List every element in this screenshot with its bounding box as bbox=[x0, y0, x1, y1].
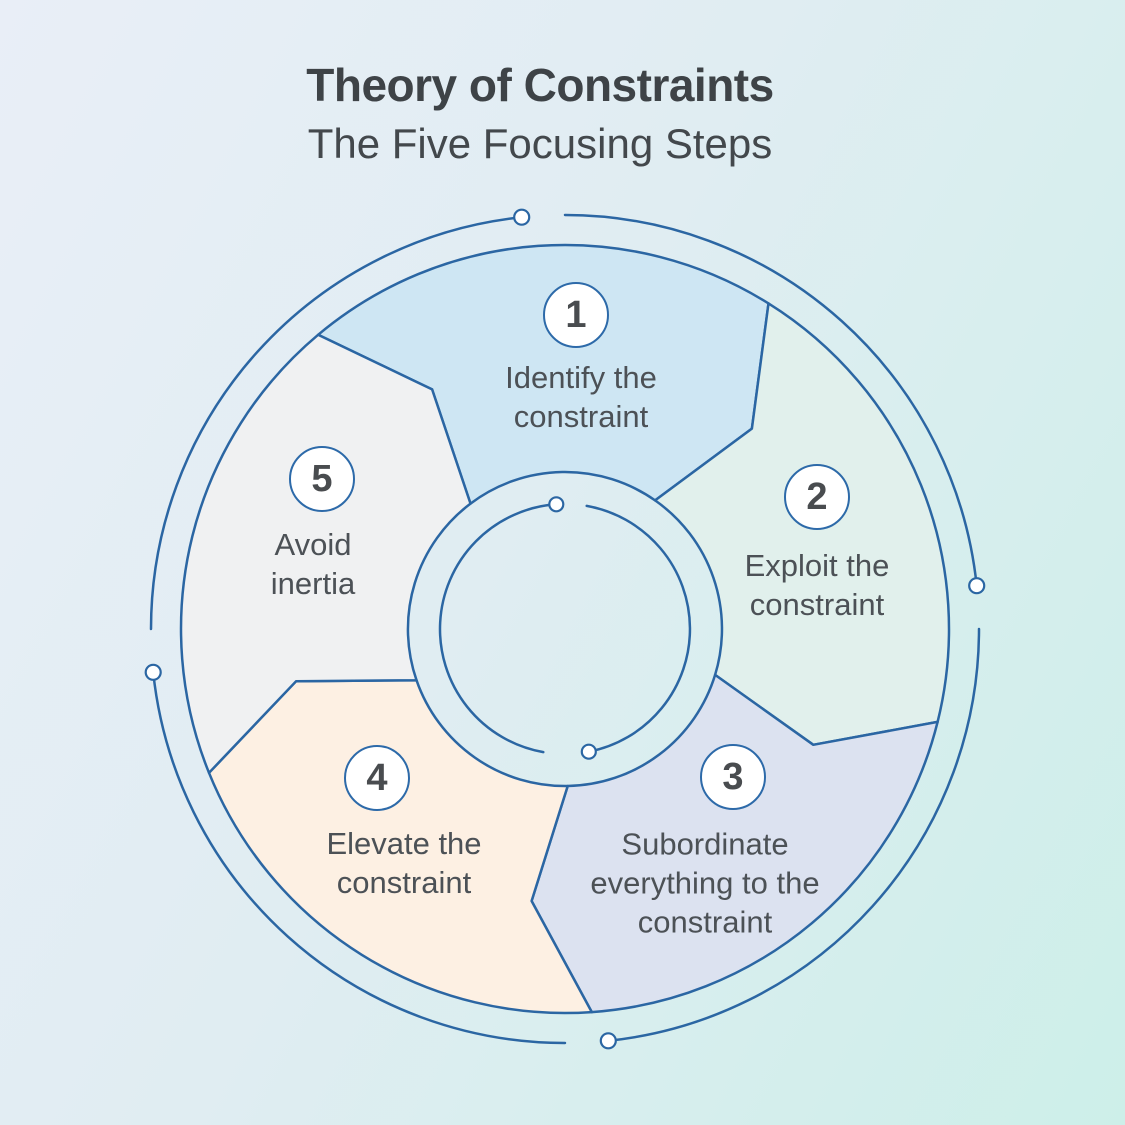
segment-4-elevate bbox=[207, 678, 594, 1015]
step-4-label: Elevate the constraint bbox=[326, 826, 482, 900]
arc-dot bbox=[580, 743, 597, 760]
step-5-number-badge: 5 bbox=[289, 446, 355, 512]
inner-arc bbox=[585, 504, 692, 753]
step-3-label: Subordinate everything to the constraint bbox=[590, 826, 820, 940]
segment-1-identify bbox=[316, 243, 770, 505]
inner-decorative-ring bbox=[438, 496, 692, 760]
page-title: Theory of Constraints bbox=[306, 59, 774, 111]
outer-arc bbox=[149, 215, 523, 631]
inner-arc bbox=[438, 503, 558, 754]
arc-dot bbox=[513, 208, 531, 226]
arc-dot bbox=[968, 577, 986, 595]
title-block: Theory of Constraints The Five Focusing … bbox=[0, 58, 1080, 168]
step-2-label: Exploit the constraint bbox=[744, 548, 890, 622]
segment-3-subordinate bbox=[530, 673, 939, 1014]
arc-dot bbox=[144, 663, 162, 681]
segment-5-avoid-inertia bbox=[179, 333, 472, 775]
step-1-label: Identify the constraint bbox=[505, 360, 657, 434]
arc-dot bbox=[599, 1032, 617, 1050]
outer-decorative-ring bbox=[144, 208, 986, 1050]
outer-arc bbox=[563, 213, 978, 587]
page-subtitle: The Five Focusing Steps bbox=[307, 120, 773, 167]
outer-arc bbox=[151, 671, 567, 1045]
step-3-number-badge: 3 bbox=[700, 744, 766, 810]
step-2-number-badge: 2 bbox=[784, 464, 850, 530]
arc-dot bbox=[548, 496, 565, 513]
step-4-number-badge: 4 bbox=[344, 745, 410, 811]
outer-arc bbox=[607, 627, 981, 1043]
step-1-number-badge: 1 bbox=[543, 282, 609, 348]
step-5-label: Avoid inertia bbox=[270, 527, 356, 601]
